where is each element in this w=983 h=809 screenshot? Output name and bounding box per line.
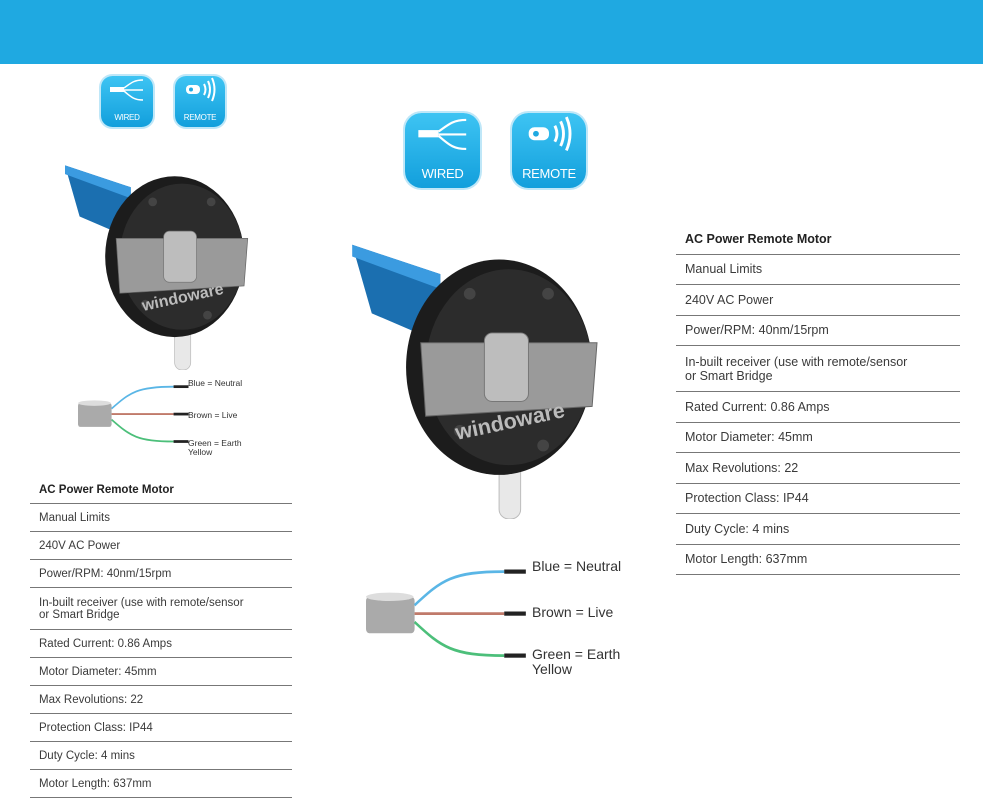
- earth-line1: Green = Earth: [188, 438, 242, 448]
- spec-row: Duty Cycle: 4 mins: [30, 742, 292, 770]
- wired-label: WIRED: [114, 112, 140, 122]
- earth-line1: Green = Earth: [532, 646, 621, 662]
- spec-row: Power/RPM: 40nm/15rpm: [30, 560, 292, 588]
- header-bar: [0, 0, 983, 64]
- spec-row: Motor Diameter: 45mm: [676, 423, 960, 453]
- wire-icon: [417, 118, 466, 151]
- spec-row: Motor Length: 637mm: [30, 770, 292, 798]
- wire-label-neutral-large: Blue = Neutral: [532, 558, 622, 574]
- remote-badge: REMOTE: [175, 76, 225, 127]
- spec-row: Max Revolutions: 22: [676, 453, 960, 484]
- spec-table-title: AC Power Remote Motor: [30, 476, 292, 504]
- motor-image-large: [352, 235, 607, 519]
- remote-signal-icon: [528, 116, 572, 151]
- wired-label: WIRED: [421, 165, 464, 181]
- spec-table-title: AC Power Remote Motor: [676, 224, 960, 255]
- wiring-diagram-small: [78, 383, 190, 447]
- wire-label-live: Brown = Live: [188, 410, 238, 420]
- remote-label: REMOTE: [522, 165, 576, 181]
- wire-label-live-large: Brown = Live: [532, 604, 614, 620]
- wired-badge: WIRED: [101, 76, 153, 127]
- wired-badge-large: WIRED: [405, 113, 480, 188]
- spec-row: Rated Current: 0.86 Amps: [30, 630, 292, 658]
- wire-label-neutral: Blue = Neutral: [188, 378, 243, 388]
- spec-row: Protection Class: IP44: [676, 484, 960, 514]
- spec-row: Rated Current: 0.86 Amps: [676, 392, 960, 423]
- spec-row: In-built receiver (use with remote/senso…: [676, 346, 960, 392]
- spec-row: Motor Diameter: 45mm: [30, 658, 292, 686]
- spec-row: Manual Limits: [676, 255, 960, 285]
- spec-row: Motor Length: 637mm: [676, 545, 960, 575]
- earth-line2: Yellow: [188, 447, 213, 458]
- spec-row: Protection Class: IP44: [30, 714, 292, 742]
- spec-row: Max Revolutions: 22: [30, 686, 292, 714]
- remote-badge-large: REMOTE: [512, 113, 586, 188]
- wiring-diagram-large: [366, 566, 528, 664]
- motor-image-small: [65, 158, 255, 370]
- spec-row: Power/RPM: 40nm/15rpm: [676, 316, 960, 346]
- remote-label: REMOTE: [183, 112, 217, 122]
- spec-row: In-built receiver (use with remote/senso…: [30, 588, 292, 630]
- spec-row: 240V AC Power: [30, 532, 292, 560]
- spec-row: Duty Cycle: 4 mins: [676, 514, 960, 545]
- spec-row: 240V AC Power: [676, 285, 960, 316]
- spec-row: Manual Limits: [30, 504, 292, 532]
- remote-signal-icon: [186, 77, 216, 102]
- earth-line2: Yellow: [532, 661, 572, 678]
- wire-icon: [110, 79, 144, 101]
